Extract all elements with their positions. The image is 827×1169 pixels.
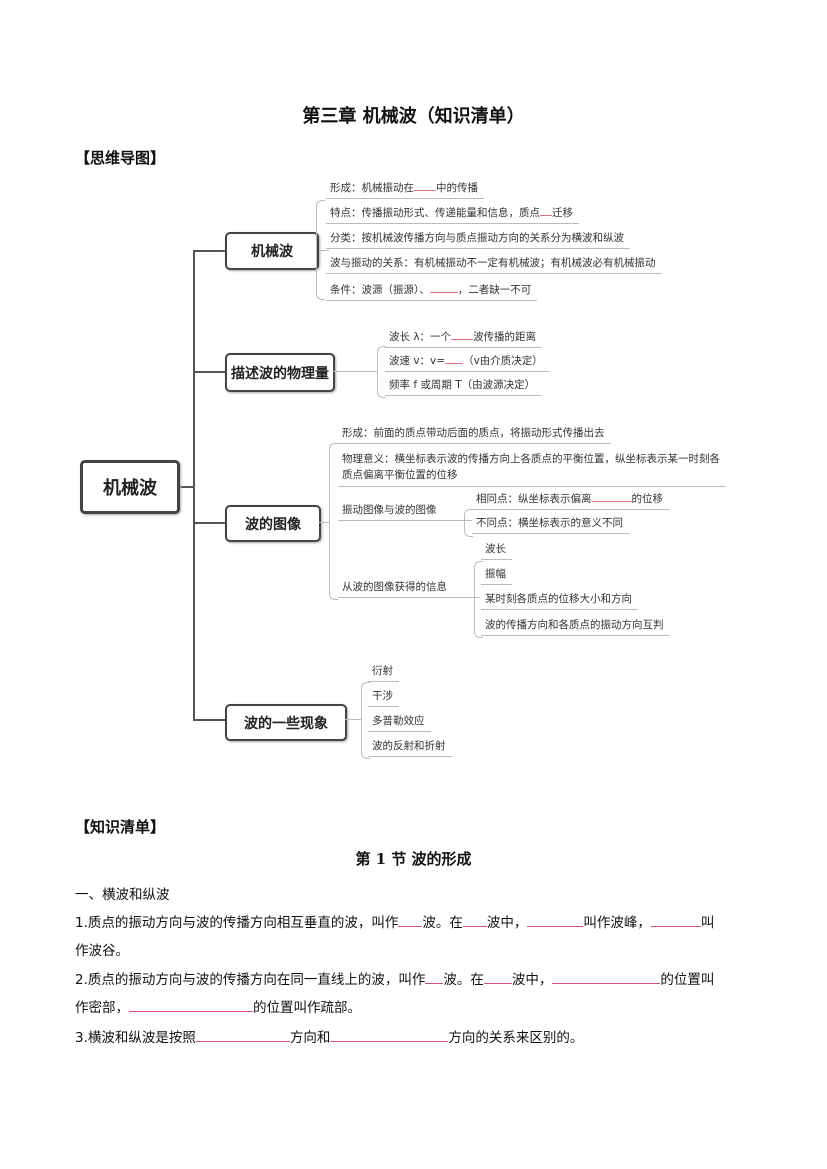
text-segment: 的位移 [631, 493, 664, 505]
branch-node-mechanical-wave: 机械波 [225, 232, 319, 270]
question-2-line-1: 2.质点的振动方向与波的传播方向在同一直线上的波，叫作 波。在 波中， 的位置叫 [75, 968, 714, 988]
text-segment: 2.质点的振动方向与波的传播方向在同一直线上的波，叫作 [75, 972, 426, 988]
text-segment: 1.质点的振动方向与波的传播方向相互垂直的波，叫作 [75, 915, 399, 931]
mindmap-heading: 【思维导图】 [75, 149, 166, 167]
leaf-difference: 不同点：横坐标表示的意义不同 [472, 516, 629, 534]
page-title: 第三章 机械波（知识清单） [302, 106, 525, 127]
text-segment [540, 205, 552, 216]
leaf-info-from-graph: 从波的图像获得的信息 [338, 580, 480, 598]
blank[interactable] [129, 999, 253, 1012]
text-segment: 中的传播 [436, 182, 478, 194]
question-3: 3.横波和纵波是按照 方向和 方向的关系来区别的。 [75, 1026, 583, 1046]
text-segment: 波长 λ：一个 [389, 331, 452, 343]
text-segment [414, 180, 436, 191]
text-segment: 3.横波和纵波是按照 [75, 1030, 196, 1046]
text-segment: （v由介质决定） [463, 355, 543, 367]
leaf-classification: 分类：按机械波传播方向与质点振动方向的关系分为横波和纵波 [326, 231, 630, 249]
text-segment: 物理意义：横坐标表示波的传播方向上各质点的平衡位置，纵坐标表示某一时刻各 [342, 453, 720, 465]
bracket [474, 561, 483, 638]
leaf-wavelength: 波长 λ：一个 波传播的距离 [385, 329, 543, 348]
text-segment [429, 282, 458, 293]
leaf-relation: 波与振动的关系：有机械振动不一定有机械波；有机械波必有机械振动 [326, 256, 662, 274]
text-segment: 条件：波源（振源）、 [330, 284, 430, 296]
leaf-diffraction: 衍射 [368, 664, 399, 682]
text-segment: 作密部， [75, 1000, 129, 1016]
text-segment: 波。在 [422, 915, 463, 931]
leaf-frequency: 频率 f 或周期 T（由波源决定） [385, 378, 542, 396]
leaf-reflection-refraction: 波的反射和折射 [368, 739, 452, 757]
blank[interactable] [195, 1029, 290, 1042]
text-segment: 波速 v：v= [389, 355, 446, 367]
connector-line [318, 522, 330, 523]
leaf-formation: 形成：机械振动在 中的传播 [326, 180, 484, 199]
branch-node-physical-quantities: 描述波的物理量 [225, 353, 335, 392]
question-1-line-1: 1.质点的振动方向与波的传播方向相互垂直的波，叫作 波。在 波中， 叫作波峰， 叫 [75, 911, 714, 931]
leaf-info-wavelength: 波长 [481, 542, 512, 560]
connector-line [319, 250, 329, 251]
leaf-doppler: 多普勒效应 [368, 714, 431, 732]
blank[interactable] [330, 1029, 449, 1042]
text-segment [451, 329, 474, 340]
bracket [464, 509, 473, 537]
leaf-info-direction: 波的传播方向和各质点的振动方向互判 [481, 618, 670, 636]
text-segment: ，二者缺一不可 [457, 284, 532, 296]
blank[interactable] [483, 971, 512, 984]
leaf-conditions: 条件：波源（振源）、 ，二者缺一不可 [326, 282, 538, 301]
text-segment: 波传播的距离 [473, 331, 537, 343]
branch-node-wave-phenomena: 波的一些现象 [225, 704, 347, 741]
leaf-interference: 干涉 [368, 689, 399, 707]
question-1-line-2: 作波谷。 [75, 943, 129, 959]
blank[interactable] [527, 914, 584, 927]
text-segment: 的位置叫 [660, 972, 715, 988]
connector [193, 371, 225, 373]
connector [193, 719, 225, 721]
text-segment: 形成：机械振动在 [330, 182, 414, 194]
section-title: 第 1 节 波的形成 [355, 850, 472, 868]
connector [193, 522, 225, 524]
text-segment [445, 353, 464, 364]
text-segment: 波中， [486, 915, 528, 931]
leaf-wave-speed: 波速 v：v= （v由介质决定） [385, 353, 549, 372]
leaf-info-amplitude: 振幅 [481, 567, 512, 585]
text-segment: 方向和 [289, 1030, 331, 1046]
root-node: 机械波 [80, 460, 180, 514]
blank[interactable] [552, 971, 661, 984]
text-segment: 质点偏离平衡位置的位移 [342, 469, 458, 481]
connector-line [345, 719, 361, 720]
branch-node-wave-graph: 波的图像 [225, 505, 321, 542]
bracket [316, 200, 325, 300]
connector-line [333, 371, 378, 372]
text-segment: 迁移 [552, 207, 573, 219]
leaf-features: 特点：传播振动形式、传递能量和信息，质点迁移 [326, 205, 579, 224]
leaf-physical-meaning: 物理意义：横坐标表示波的传播方向上各质点的平衡位置，纵坐标表示某一时刻各质点偏离… [338, 451, 726, 487]
text-segment: 相同点：纵坐标表示偏离 [476, 493, 592, 505]
text-segment: 叫作波峰， [583, 915, 651, 931]
text-segment: 的位置叫作疏部。 [253, 1000, 361, 1016]
leaf-info-displacement: 某时刻各质点的位移大小和方向 [481, 592, 638, 610]
blank[interactable] [650, 914, 701, 927]
question-2-line-2: 作密部， 的位置叫作疏部。 [75, 996, 361, 1016]
leaf-graph-formation: 形成：前面的质点带动后面的质点，将振动形式传播出去 [338, 426, 611, 444]
trunk-line [193, 250, 195, 720]
bracket [361, 682, 370, 759]
blank[interactable] [398, 914, 423, 927]
text-segment: 叫 [700, 915, 715, 931]
connector [193, 250, 225, 252]
text-segment: 方向的关系来区别的。 [448, 1030, 584, 1046]
bracket [377, 346, 386, 398]
subsection-heading: 一、横波和纵波 [75, 887, 170, 903]
bracket [329, 443, 338, 600]
leaf-vibration-vs-wave: 振动图像与波的图像 [338, 503, 472, 521]
connector [178, 486, 193, 488]
text-segment: 波中， [511, 972, 553, 988]
list-heading: 【知识清单】 [75, 818, 166, 836]
blank[interactable] [462, 914, 487, 927]
leaf-similarity: 相同点：纵坐标表示偏离 的位移 [472, 491, 669, 510]
text-segment [591, 491, 632, 502]
blank[interactable] [425, 971, 444, 984]
text-segment: 波。在 [443, 972, 484, 988]
text-segment: 特点：传播振动形式、传递能量和信息，质点 [330, 207, 540, 219]
